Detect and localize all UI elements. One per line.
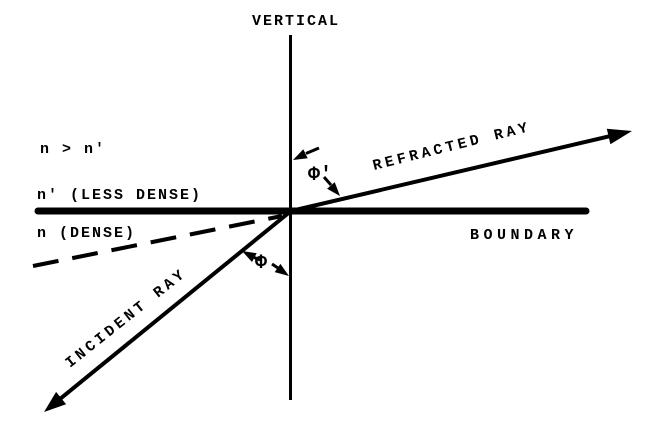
less-dense-medium-label: n′ (LESS DENSE): [37, 187, 202, 204]
angle-incidence-arrow-tail-to-normal: [271, 262, 279, 270]
index-relation-label: n > n′: [40, 141, 106, 158]
refracted-ray-label: REFRACTED RAY: [371, 119, 533, 175]
refracted-ray-line: [290, 131, 623, 213]
angle-incidence-arrowhead-at-normal: [274, 263, 289, 276]
incident-ray-label: INCIDENT RAY: [63, 265, 191, 372]
angle-refraction-arrow-tail-to-ray: [322, 176, 333, 186]
incident-ray-line: [52, 209, 293, 406]
angle-refraction-label: Φ′: [308, 164, 332, 187]
incident-ray-arrowhead: [44, 391, 67, 412]
refracted-ray-arrowhead: [606, 128, 632, 145]
angle-refraction-arrowhead-at-ray: [327, 182, 340, 196]
refracted-ray-extension-dashed-line: [32, 214, 283, 268]
angle-refraction-arrow-tail-to-normal: [305, 146, 320, 155]
vertical-label: VERTICAL: [252, 13, 340, 30]
angle-incidence-arrowhead-at-ray: [242, 251, 257, 262]
boundary-label: BOUNDARY: [470, 227, 578, 244]
dense-medium-label: n (DENSE): [37, 225, 136, 242]
angle-incidence-label: Φ: [255, 252, 267, 275]
angle-refraction-arrowhead-at-normal: [293, 149, 308, 160]
